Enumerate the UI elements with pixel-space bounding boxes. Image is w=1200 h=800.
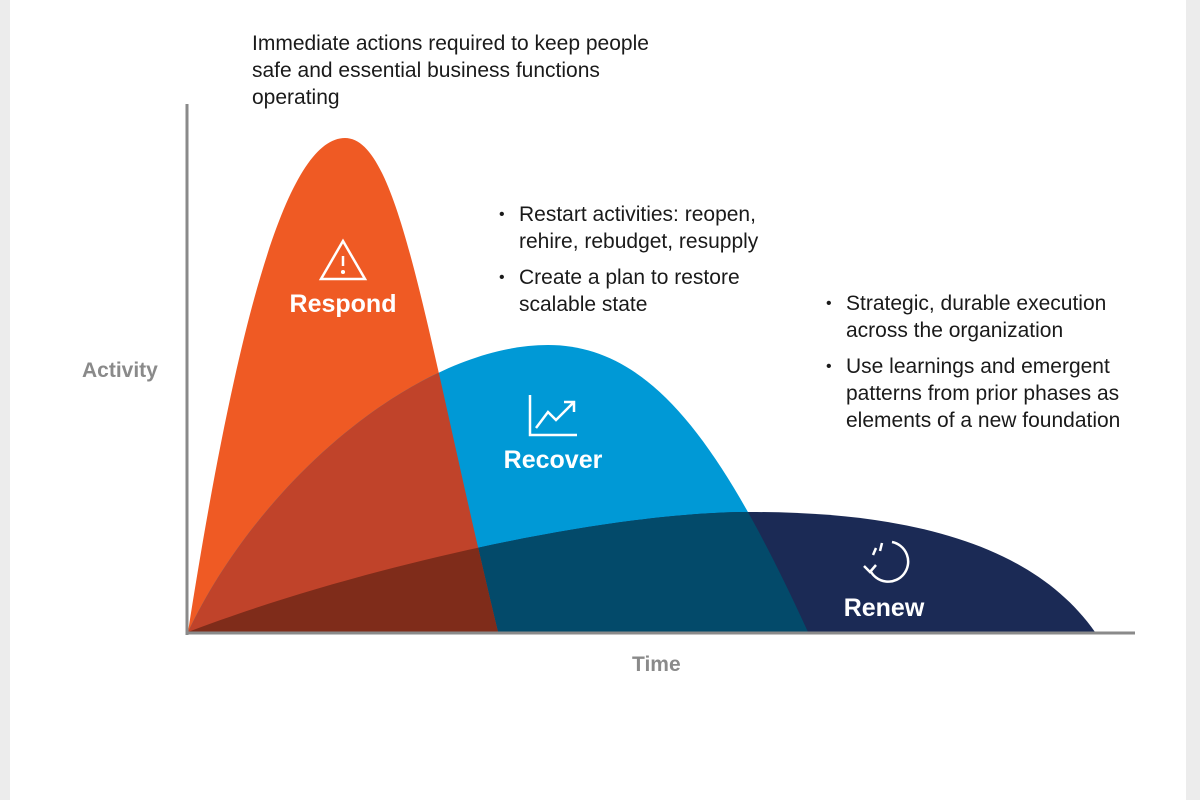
respond-note: Immediate actions required to keep peopl… xyxy=(252,32,649,109)
y-axis-label: Activity xyxy=(82,359,158,382)
respond-renew-overlap xyxy=(188,512,498,632)
renew-bullet: Use learnings and emergent patterns from… xyxy=(824,353,1134,434)
left-margin xyxy=(0,0,10,800)
x-axis-label: Time xyxy=(632,653,681,676)
recover-bullet: Create a plan to restore scalable state xyxy=(497,264,817,318)
recover-label: Recover xyxy=(503,446,603,474)
recover-notes: Restart activities: reopen, rehire, rebu… xyxy=(497,201,817,327)
respond-label: Respond xyxy=(289,290,397,318)
refresh-cycle-icon xyxy=(863,540,910,583)
renew-bullet: Strategic, durable execution across the … xyxy=(824,290,1134,344)
renew-notes: Strategic, durable execution across the … xyxy=(824,290,1134,443)
respond-recover-overlap xyxy=(188,345,498,632)
recover-bullet: Restart activities: reopen, rehire, rebu… xyxy=(497,201,817,255)
trend-up-chart-icon xyxy=(528,395,577,437)
renew-label: Renew xyxy=(843,594,925,622)
warning-triangle-icon xyxy=(318,238,368,281)
right-margin xyxy=(1186,0,1200,800)
